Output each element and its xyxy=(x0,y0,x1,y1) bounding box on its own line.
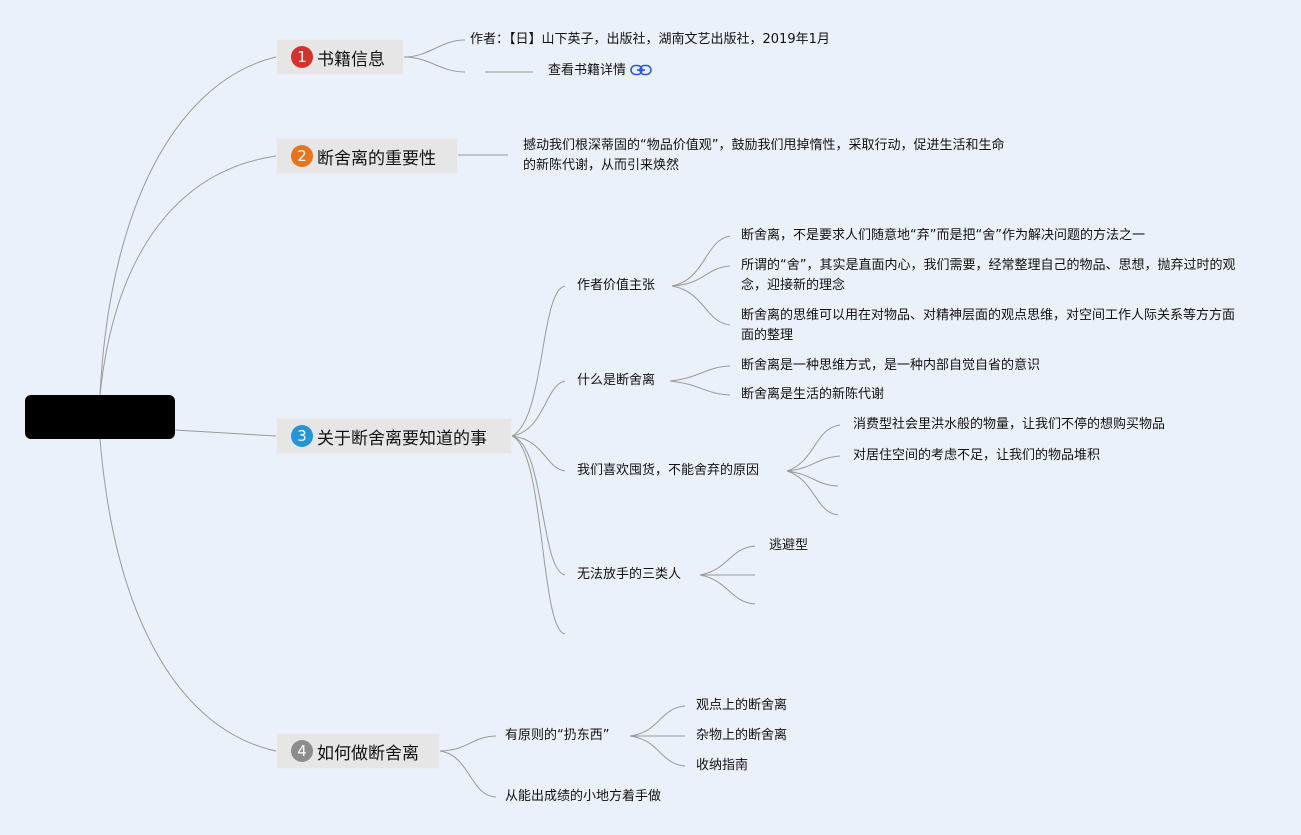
topic-hoarding-reasons[interactable]: 我们喜欢囤货，不能舍弃的原因 xyxy=(577,463,760,478)
topic-book-details-link[interactable]: 查看书籍详情 xyxy=(548,62,652,80)
branch-label: 关于断舍离要知道的事 xyxy=(317,428,487,449)
subtopic[interactable]: 消费型社会里洪水般的物量，让我们不停的想购买物品 xyxy=(853,417,1166,432)
root-node[interactable] xyxy=(25,395,175,439)
number-badge-1: 1 xyxy=(291,46,313,68)
link-icon[interactable] xyxy=(630,64,652,76)
topic-author-values[interactable]: 作者价值主张 xyxy=(577,278,656,293)
branch-label: 断舍离的重要性 xyxy=(317,148,436,169)
topic-start-small[interactable]: 从能出成绩的小地方着手做 xyxy=(505,789,662,804)
topic-what-is[interactable]: 什么是断舍离 xyxy=(577,373,656,388)
subtopic[interactable]: 逃避型 xyxy=(769,538,809,553)
subtopic[interactable]: 杂物上的断舍离 xyxy=(696,728,788,743)
topic-label: 查看书籍详情 xyxy=(548,63,627,78)
subtopic[interactable]: 所谓的“舍”，其实是直面内心，我们需要，经常整理自己的物品、思想，抛弃过时的观念… xyxy=(741,258,1236,293)
branch-label: 如何做断舍离 xyxy=(317,743,419,764)
number-badge-4: 4 xyxy=(291,740,313,762)
branch-how-to[interactable]: 4 如何做断舍离 xyxy=(276,733,440,769)
subtopic[interactable]: 收纳指南 xyxy=(696,758,749,773)
number-badge-3: 3 xyxy=(291,425,313,447)
subtopic[interactable]: 断舍离的思维可以用在对物品、对精神层面的观点思维，对空间工作人际关系等方方面面的… xyxy=(741,308,1236,343)
branch-book-info[interactable]: 1 书籍信息 xyxy=(276,39,404,75)
subtopic[interactable]: 断舍离是一种思维方式，是一种内部自觉自省的意识 xyxy=(741,358,1041,373)
branch-importance[interactable]: 2 断舍离的重要性 xyxy=(276,138,458,174)
topic-author-info[interactable]: 作者：【日】山下英子，出版社，湖南文艺出版社，2019年1月 xyxy=(470,32,830,47)
topic-importance-desc[interactable]: 撼动我们根深蒂固的“物品价值观”，鼓励我们甩掉惰性，采取行动，促进生活和生命的新… xyxy=(523,138,1005,173)
subtopic[interactable]: 对居住空间的考虑不足，让我们的物品堆积 xyxy=(853,448,1101,463)
subtopic[interactable]: 观点上的断舍离 xyxy=(696,698,788,713)
subtopic[interactable]: 断舍离是生活的新陈代谢 xyxy=(741,387,885,402)
branch-label: 书籍信息 xyxy=(317,49,385,70)
number-badge-2: 2 xyxy=(291,145,313,167)
subtopic[interactable]: 断舍离，不是要求人们随意地“弃”而是把“舍”作为解决问题的方法之一 xyxy=(741,228,1145,243)
topic-three-types[interactable]: 无法放手的三类人 xyxy=(577,567,682,582)
topic-principled-discard[interactable]: 有原则的“扔东西” xyxy=(505,728,610,743)
branch-things-to-know[interactable]: 3 关于断舍离要知道的事 xyxy=(276,418,512,454)
